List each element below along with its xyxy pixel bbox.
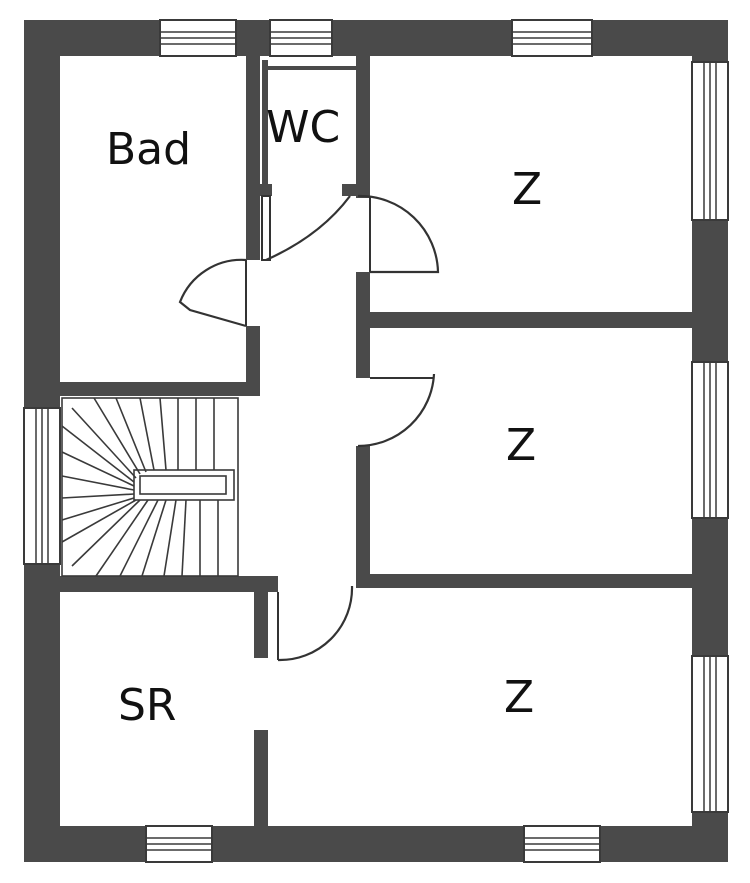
door-bad [178, 258, 247, 328]
wall-bad-right-upper [246, 56, 260, 260]
interior-walls [60, 56, 692, 826]
door-z3 [277, 585, 354, 662]
wall-z2-z3 [356, 574, 692, 588]
outer-wall-top [24, 20, 728, 56]
staircase [61, 397, 239, 577]
window-right-z1 [691, 61, 729, 221]
windows [23, 19, 729, 863]
room-label-wc: WC [266, 102, 340, 153]
room-labels: Bad WC Z Z SR Z [106, 102, 542, 731]
door-z2 [357, 373, 436, 448]
room-label-z2: Z [506, 420, 536, 471]
wc-door-jamb-right [342, 184, 356, 196]
window-bottom-sr [145, 825, 213, 863]
wall-z1-z2 [370, 312, 692, 328]
wc-door-jamb-left [260, 184, 272, 196]
room-label-bad: Bad [106, 124, 191, 175]
wall-wc-inner [262, 60, 268, 184]
wall-bad-right-lower [246, 326, 260, 396]
room-label-z1: Z [512, 164, 542, 215]
doors [178, 194, 440, 662]
door-z1 [357, 194, 440, 274]
wall-stairs-sr [60, 576, 278, 592]
door-wc [261, 195, 351, 262]
window-left-stairs [23, 407, 61, 565]
window-top-wc [269, 19, 333, 57]
wall-wc-right [356, 56, 370, 198]
wall-bad-bottom [60, 382, 260, 396]
room-label-sr: SR [118, 680, 177, 731]
window-top-z1 [511, 19, 593, 57]
window-top-bad [159, 19, 237, 57]
window-right-z2 [691, 361, 729, 519]
wall-hall-right-1 [356, 272, 370, 378]
wall-sr-right-upper [254, 590, 268, 658]
room-label-z3: Z [504, 672, 534, 723]
wall-wc-top [262, 66, 356, 70]
window-bottom-z3 [523, 825, 601, 863]
wall-hall-right-2 [356, 446, 370, 586]
window-right-z3 [691, 655, 729, 813]
outer-wall-bottom [24, 826, 728, 862]
wall-sr-right-lower [254, 730, 268, 826]
